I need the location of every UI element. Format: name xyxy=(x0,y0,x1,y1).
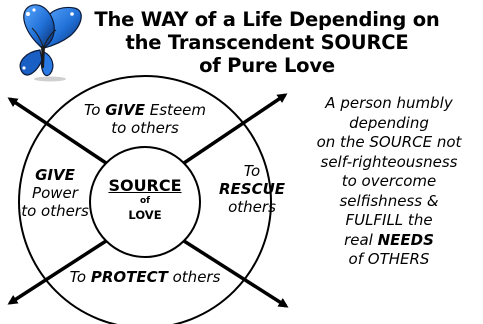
side-line-4: self-righteousness xyxy=(320,152,458,171)
center-line-3: LOVE xyxy=(128,208,162,222)
arrow-bottom-right xyxy=(183,239,289,308)
left-line-2: Power xyxy=(32,184,78,202)
page-title: The WAY of a Life Depending on the Trans… xyxy=(92,8,442,77)
segment-top-label: To GIVE Esteem to others xyxy=(70,101,220,137)
segment-bottom-label: To PROTECT others xyxy=(55,268,235,286)
side-line-2: depending xyxy=(349,113,429,132)
side-paragraph: A person humbly depending on the SOURCE … xyxy=(296,94,482,270)
center-label: SOURCE of LOVE xyxy=(100,176,190,222)
right-emph: RESCUE xyxy=(218,180,286,198)
side-line-3: on the SOURCE not xyxy=(316,133,462,151)
butterfly-icon xyxy=(19,4,82,82)
left-line-3: to others xyxy=(21,202,89,220)
side-line-8: real NEEDS xyxy=(296,231,482,251)
side-line-1: A person humbly xyxy=(325,94,453,112)
top-prefix: To xyxy=(83,101,106,119)
bottom-emph: PROTECT xyxy=(90,268,168,286)
side-line-9: of OTHERS xyxy=(348,250,430,268)
side-line-5: to overcome xyxy=(341,172,437,190)
segment-left-label: GIVE Power to others xyxy=(15,166,95,220)
title-line-2: the Transcendent SOURCE xyxy=(125,31,409,54)
segment-right-label: To RESCUE others xyxy=(212,162,292,216)
center-line-1: SOURCE xyxy=(108,176,182,195)
title-line-3: of Pure Love xyxy=(199,54,335,77)
arrow-top-right xyxy=(183,93,288,165)
side-line-8-text: real xyxy=(344,230,378,249)
bottom-suffix: others xyxy=(167,268,221,286)
top-emph: GIVE xyxy=(105,101,145,119)
title-line-1: The WAY of a Life Depending on xyxy=(94,8,440,31)
center-line-2: of xyxy=(139,196,151,206)
arrow-top-left xyxy=(7,97,107,165)
side-emph: NEEDS xyxy=(377,230,434,249)
left-emph: GIVE xyxy=(35,166,75,184)
top-line-2: to others xyxy=(111,119,179,137)
side-line-6: selfishness & xyxy=(339,191,439,210)
right-line-3: others xyxy=(228,198,276,216)
right-line-1: To xyxy=(243,162,261,180)
inner-circle xyxy=(89,146,201,258)
side-line-7: FULFILL the xyxy=(345,211,433,229)
top-suffix: Esteem xyxy=(145,101,207,119)
bottom-prefix: To xyxy=(69,268,91,286)
arrow-bottom-left xyxy=(7,239,107,305)
